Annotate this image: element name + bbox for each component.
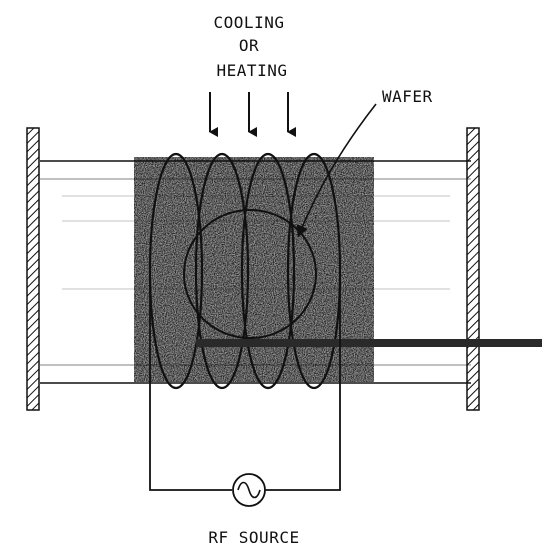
left-flange — [26, 127, 40, 411]
sine-wave-icon — [237, 481, 261, 499]
wafer-holder-rod — [196, 339, 542, 347]
wafer-label: WAFER — [382, 87, 433, 106]
reactor-tube — [40, 160, 471, 384]
or-label: OR — [239, 36, 259, 55]
rf-coil — [148, 152, 342, 390]
right-flange — [466, 127, 480, 411]
rf-circuit — [149, 271, 341, 491]
heating-label: HEATING — [217, 61, 288, 80]
wafer-pointer-arrow — [296, 103, 377, 238]
cooling-heating-arrows — [209, 92, 296, 137]
plasma-region — [134, 157, 374, 382]
rf-source-label: RF SOURCE — [208, 528, 299, 547]
lead-left — [149, 271, 232, 491]
coil-loop — [240, 152, 296, 390]
lead-right — [265, 271, 341, 491]
wafer — [183, 209, 317, 339]
cooling-label: COOLING — [214, 13, 285, 32]
coil-loop — [194, 152, 250, 390]
rf-source — [232, 473, 266, 507]
